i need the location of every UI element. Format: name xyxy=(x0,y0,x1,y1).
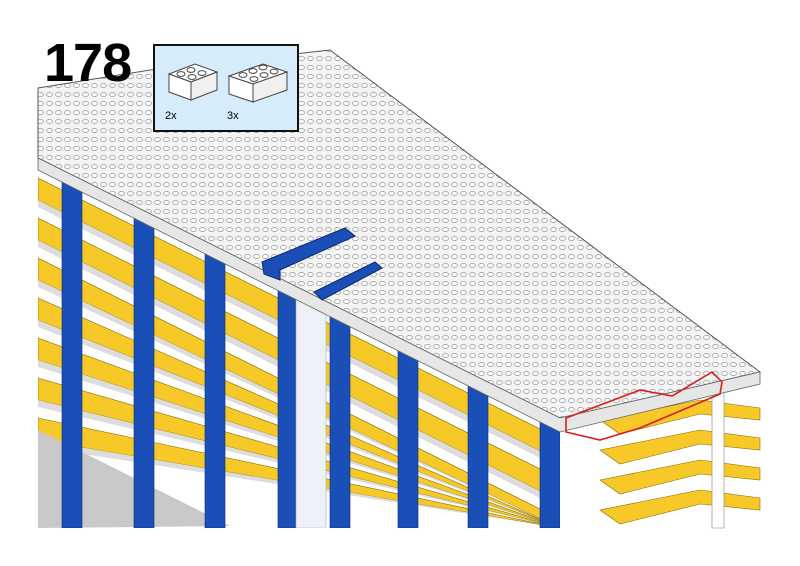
facade xyxy=(38,160,560,528)
blue-column xyxy=(204,243,226,528)
roof-front-edge xyxy=(37,157,761,433)
part-quantity: 3x xyxy=(227,110,239,122)
yellow-balcony xyxy=(599,459,761,495)
yellow-balcony xyxy=(599,429,761,465)
highlighted-part-outline xyxy=(565,370,723,441)
wing-post xyxy=(711,383,725,529)
brick-2x4-icon xyxy=(167,63,219,101)
step-number: 178 xyxy=(44,33,132,93)
part-quantity: 2x xyxy=(165,110,177,122)
blue-column xyxy=(133,207,155,528)
right-wing xyxy=(599,383,761,529)
blue-column xyxy=(277,279,297,528)
blue-column xyxy=(61,171,83,528)
parts-callout: 2x 3x xyxy=(153,44,299,132)
blue-column xyxy=(467,374,489,528)
blue-roof-piece-2 xyxy=(313,261,383,301)
blue-column xyxy=(329,305,351,528)
brick-2x4-icon xyxy=(227,63,289,103)
blue-column xyxy=(397,339,419,528)
blue-roof-piece xyxy=(261,227,356,281)
glass-stairwell xyxy=(295,287,327,528)
yellow-balcony xyxy=(599,489,761,525)
